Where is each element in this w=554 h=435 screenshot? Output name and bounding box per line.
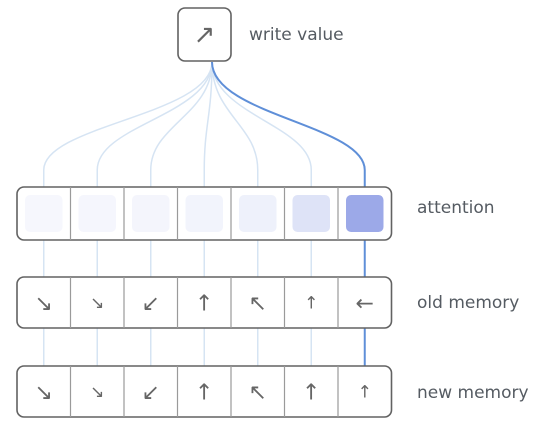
attention-curve [96,61,213,187]
write-value-frame [177,7,232,62]
connection-lines [43,61,366,366]
write-value-label: write value [249,25,344,45]
arrow-down-right-small-icon: ↘ [90,294,104,314]
arrow-up-right-icon: ↗ [194,20,216,50]
old-memory-row: ↘ ↘ ↙ ↑ ↖ ↑ ← [16,276,393,329]
attention-curve [211,61,312,187]
arrow-up-small-icon: ↑ [358,383,372,403]
attention-row [16,186,393,241]
old-memory-row-frame [16,276,393,329]
old-memory-label: old memory [417,293,520,313]
attention-curve [211,61,259,187]
attention-weight-cell [346,195,384,232]
attention-weight-cell [78,195,116,232]
highlight-curve [211,61,366,187]
attention-weight-cell [239,195,277,232]
arrow-up-icon: ↑ [302,381,320,406]
attention-weight-cell [25,195,63,232]
attention-weight-cell [292,195,330,232]
memory-rows: ↘ ↘ ↙ ↑ ↖ ↑ ← ↘ ↘ ↙ ↑ ↖ ↑ ↑ [16,186,393,418]
arrow-down-right-icon: ↘ [35,381,53,406]
arrow-up-small-icon: ↑ [304,294,318,314]
attention-curve [203,61,213,187]
attention-weight-cell [132,195,170,232]
arrow-down-left-icon: ↙ [142,381,160,406]
new-memory-label: new memory [417,383,529,403]
new-memory-row-frame [16,365,393,418]
arrow-up-icon: ↑ [195,292,213,317]
arrow-left-icon: ← [356,292,374,317]
arrow-up-left-icon: ↖ [249,381,267,406]
arrow-up-icon: ↑ [195,381,213,406]
attention-curve [43,61,213,187]
new-memory-row: ↘ ↘ ↙ ↑ ↖ ↑ ↑ [16,365,393,418]
arrow-up-left-icon: ↖ [249,292,267,317]
arrow-down-right-icon: ↘ [35,292,53,317]
attention-label: attention [417,198,495,218]
arrow-down-right-small-icon: ↘ [90,383,104,403]
attention-row-frame [16,186,393,241]
attention-weight-cell [185,195,223,232]
write-value-box: ↗ [177,7,232,62]
arrow-down-left-icon: ↙ [142,292,160,317]
attention-curve [150,61,213,187]
